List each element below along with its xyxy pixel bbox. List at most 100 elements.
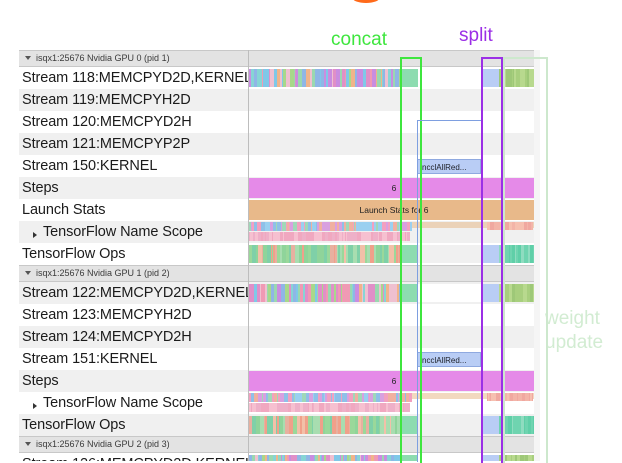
timeline-slice <box>251 284 254 302</box>
trace-viewer-panel[interactable]: isqx1:25676 Nvidia GPU 0 (pid 1)Stream 1… <box>19 50 540 461</box>
chevron-down-icon[interactable] <box>25 442 31 446</box>
timeline-slice <box>303 403 306 412</box>
timeline-slice <box>355 403 359 412</box>
timeline-row[interactable]: TensorFlow Name Scope <box>19 392 540 414</box>
timeline-slice <box>305 284 308 302</box>
timeline-slice <box>398 245 399 263</box>
timeline-slice <box>333 69 336 87</box>
timeline-row[interactable]: TensorFlow Ops <box>19 414 540 436</box>
timeline-slice <box>363 284 365 302</box>
timeline-slice <box>336 69 340 87</box>
timeline-slice <box>318 69 320 87</box>
timeline-slice <box>385 232 387 241</box>
timeline-slice <box>390 416 391 434</box>
row-track[interactable] <box>248 326 540 348</box>
row-track[interactable] <box>248 414 540 436</box>
timeline-slice <box>321 455 322 461</box>
timeline-row[interactable]: Stream 118:MEMCPYD2D,KERNEL,ME <box>19 67 540 89</box>
nccl-allreduce-block[interactable]: ncclAllRed... <box>417 159 481 174</box>
timeline-slice <box>300 284 303 302</box>
timeline-slice <box>343 232 345 241</box>
nccl-allreduce-block[interactable]: ncclAllRed... <box>417 352 481 367</box>
timeline-slice <box>298 232 301 241</box>
timeline-slice <box>305 232 306 241</box>
timeline-slice <box>375 232 378 241</box>
chevron-down-icon[interactable] <box>25 56 31 60</box>
timeline-slice <box>353 245 357 263</box>
timeline-slice <box>379 284 381 302</box>
row-track[interactable]: ncclAllRed... <box>248 155 540 177</box>
timeline-slice <box>279 455 281 461</box>
timeline-slice <box>405 232 406 241</box>
row-track[interactable]: ncclAllRed... <box>248 348 540 370</box>
row-track[interactable]: 6 <box>248 370 540 392</box>
timeline-row[interactable]: Stream 122:MEMCPYD2D,KERNEL,MI <box>19 282 540 304</box>
timeline-slice <box>493 393 496 401</box>
timeline-slice <box>262 393 263 402</box>
timeline-row[interactable]: Stream 119:MEMCPYH2D <box>19 89 540 111</box>
timeline-row[interactable]: TensorFlow Name Scope <box>19 221 540 243</box>
row-track[interactable]: Launch Stats for 6 <box>248 199 540 221</box>
timeline-row[interactable]: TensorFlow Ops <box>19 243 540 265</box>
timeline-row[interactable]: Stream 124:MEMCPYD2H <box>19 326 540 348</box>
timeline-slice <box>529 69 532 87</box>
row-track[interactable] <box>248 282 540 304</box>
row-track[interactable]: 6 <box>248 177 540 199</box>
timeline-slice <box>387 232 391 241</box>
timeline-row[interactable]: Stream 123:MEMCPYH2D <box>19 304 540 326</box>
row-track[interactable] <box>248 392 540 414</box>
chevron-down-icon[interactable] <box>25 271 31 275</box>
timeline-slice <box>516 69 517 87</box>
timeline-slice <box>339 222 342 231</box>
row-track[interactable] <box>248 243 540 265</box>
timeline-slice <box>273 403 277 412</box>
timeline-slice <box>338 284 340 302</box>
timeline-slice <box>382 245 383 263</box>
timeline-row[interactable]: Stream 120:MEMCPYD2H <box>19 111 540 133</box>
timeline-slice <box>339 232 342 241</box>
timeline-slice <box>499 245 502 263</box>
timeline-slice <box>328 284 331 302</box>
timeline-slice <box>261 232 263 241</box>
timeline-row[interactable]: Stream 126:MEMCPYD2D,KERNEL,MI <box>19 453 540 461</box>
timeline-slice <box>376 416 379 434</box>
timeline-slice <box>248 403 251 412</box>
chevron-right-icon[interactable] <box>33 403 37 409</box>
timeline-slice <box>334 393 335 402</box>
row-track[interactable] <box>248 453 540 461</box>
timeline-slice <box>272 393 274 402</box>
timeline-slice <box>381 284 383 302</box>
timeline-slice <box>370 245 374 263</box>
timeline-slice <box>496 393 500 401</box>
row-label-text: Stream 122:MEMCPYD2D,KERNEL,MI <box>22 285 248 301</box>
timeline-slice <box>343 455 344 461</box>
timeline-slice <box>503 455 507 461</box>
timeline-slice <box>270 416 273 434</box>
row-track[interactable] <box>248 111 540 133</box>
timeline-slice <box>340 284 341 302</box>
row-track[interactable] <box>248 304 540 326</box>
vertical-scrollbar[interactable] <box>534 50 540 461</box>
timeline-slice <box>252 403 256 412</box>
row-track[interactable] <box>248 221 540 243</box>
row-track[interactable] <box>248 67 540 89</box>
row-track[interactable] <box>248 89 540 111</box>
timeline-row[interactable]: Stream 121:MEMCPYP2P <box>19 133 540 155</box>
timeline-slice <box>505 245 509 263</box>
timeline-slice <box>334 403 338 412</box>
timeline-slice <box>496 222 500 230</box>
timeline-slice <box>255 232 258 241</box>
timeline-block <box>481 284 499 302</box>
group-header-gpu-1[interactable]: isqx1:25676 Nvidia GPU 1 (pid 2) <box>19 265 540 282</box>
group-header-gpu-0[interactable]: isqx1:25676 Nvidia GPU 0 (pid 1) <box>19 50 540 67</box>
chevron-right-icon[interactable] <box>33 232 37 238</box>
row-track[interactable] <box>248 133 540 155</box>
timeline-slice <box>391 416 395 434</box>
timeline-slice <box>351 403 353 412</box>
group-header-gpu-2[interactable]: isqx1:25676 Nvidia GPU 2 (pid 3) <box>19 436 540 453</box>
